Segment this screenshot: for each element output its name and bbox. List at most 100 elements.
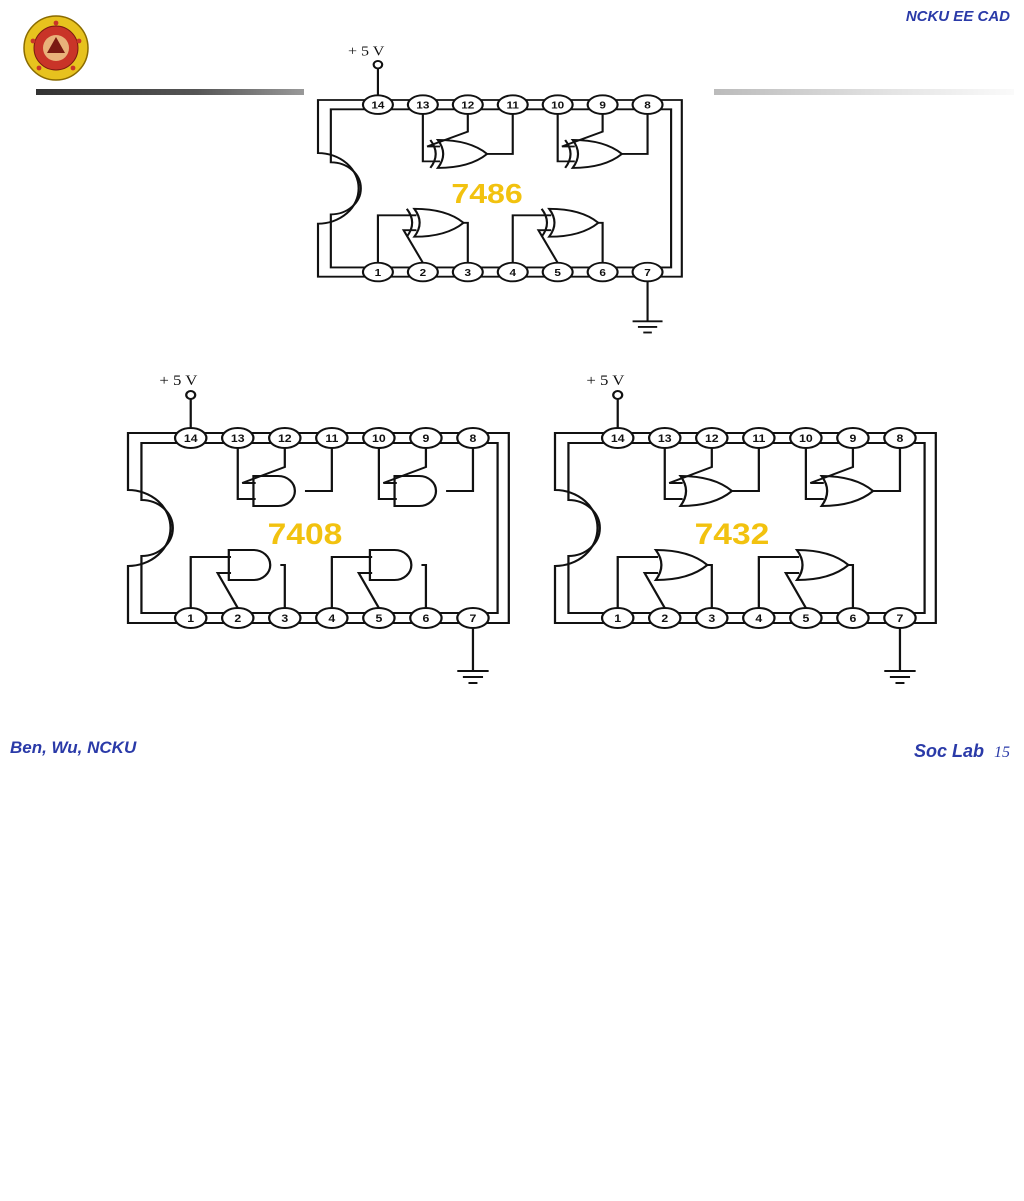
pin-top: 9 xyxy=(409,427,443,449)
gate-top-1 xyxy=(429,139,489,169)
pin-number: 11 xyxy=(752,433,766,445)
pin-number: 11 xyxy=(325,433,339,445)
pin-number: 6 xyxy=(849,613,856,625)
pin-number: 12 xyxy=(705,433,719,445)
pin-bottom: 5 xyxy=(362,607,396,629)
pin-number: 2 xyxy=(234,613,241,625)
pin-bottom: 3 xyxy=(268,607,302,629)
pin-number: 1 xyxy=(187,613,194,625)
pin-top: 8 xyxy=(631,94,664,115)
pin-bottom: 4 xyxy=(315,607,349,629)
pin-bottom: 4 xyxy=(742,607,776,629)
chip-outline xyxy=(553,432,937,624)
header-title: NCKU EE CAD xyxy=(905,8,1010,25)
pin-number: 6 xyxy=(422,613,429,625)
pin-top: 10 xyxy=(541,94,574,115)
title-divider-left xyxy=(36,89,304,95)
pin-number: 1 xyxy=(614,613,621,625)
pin-number: 12 xyxy=(278,433,292,445)
part-number-label: 7486 xyxy=(451,179,522,210)
pin-number: 8 xyxy=(470,433,477,445)
chip-outline xyxy=(126,432,510,624)
pin-number: 10 xyxy=(799,433,813,445)
pin-bottom: 6 xyxy=(586,261,619,283)
gate-top-2 xyxy=(393,475,438,507)
gate-bottom-1 xyxy=(653,548,709,582)
supply-label: + 5 V xyxy=(159,373,198,389)
footer-authors: Ben, Wu, NCKU xyxy=(10,738,137,757)
gate-top-1 xyxy=(252,475,296,507)
pin-bottom: 3 xyxy=(695,607,729,629)
ground-symbol xyxy=(457,670,489,684)
pin-top: 8 xyxy=(456,427,490,449)
pin-number: 14 xyxy=(371,100,385,111)
pin-number: 8 xyxy=(644,100,651,111)
pin-top: 14 xyxy=(600,427,635,449)
pin-bottom: 1 xyxy=(600,607,635,629)
title-divider-right xyxy=(714,89,1014,95)
pin-number: 4 xyxy=(509,267,516,278)
pin-bottom: 6 xyxy=(836,607,870,629)
pin-bottom: 7 xyxy=(631,261,664,283)
gate-bottom-2 xyxy=(368,549,413,581)
pin-number: 3 xyxy=(281,613,288,625)
part-number-label: 7432 xyxy=(695,517,770,551)
pin-number: 7 xyxy=(897,613,904,625)
pin-number: 3 xyxy=(465,267,472,278)
pin-number: 6 xyxy=(599,267,606,278)
gate-bottom-1 xyxy=(227,549,272,581)
chip-outline xyxy=(316,99,683,278)
gate-bottom-1 xyxy=(405,207,466,238)
pin-top: 11 xyxy=(496,94,529,115)
pin-number: 10 xyxy=(551,100,564,111)
pin-top: 12 xyxy=(451,94,484,115)
pin-bottom: 2 xyxy=(220,607,255,629)
pin-bottom: 2 xyxy=(406,261,439,283)
pin-top: 10 xyxy=(362,427,396,449)
pin-number: 7 xyxy=(470,613,477,625)
pin-bottom: 1 xyxy=(173,607,208,629)
pin-number: 13 xyxy=(658,433,672,445)
part-number-label: 7408 xyxy=(268,517,343,551)
pin-number: 3 xyxy=(708,613,715,625)
pin-number: 5 xyxy=(802,613,809,625)
supply-label: + 5 V xyxy=(586,373,625,389)
pin-bottom: 1 xyxy=(361,261,394,283)
gate-top-1 xyxy=(678,474,734,508)
supply-terminal xyxy=(185,390,197,400)
pin-top: 9 xyxy=(586,94,619,115)
pin-number: 4 xyxy=(328,613,335,625)
pin-number: 7 xyxy=(644,267,651,278)
ground-symbol xyxy=(632,320,663,334)
pin-number: 14 xyxy=(611,433,625,445)
pin-top: 14 xyxy=(361,94,394,115)
gate-top-2 xyxy=(819,474,875,508)
pin-top: 13 xyxy=(220,427,255,449)
pin-top: 11 xyxy=(742,427,776,449)
pin-number: 13 xyxy=(416,100,429,111)
pin-bottom: 2 xyxy=(647,607,682,629)
pin-number: 4 xyxy=(755,613,762,625)
pin-number: 5 xyxy=(554,267,561,278)
pin-number: 14 xyxy=(184,433,198,445)
pin-top: 12 xyxy=(268,427,302,449)
footer-lab: Soc Lab xyxy=(913,741,984,761)
supply-terminal xyxy=(372,60,384,70)
pin-number: 9 xyxy=(599,100,606,111)
pin-top: 14 xyxy=(173,427,208,449)
pin-bottom: 6 xyxy=(409,607,443,629)
pin-top: 9 xyxy=(836,427,870,449)
pin-number: 2 xyxy=(661,613,668,625)
supply-terminal xyxy=(612,390,624,400)
page-number: 15 xyxy=(994,744,1010,761)
gate-top-2 xyxy=(564,139,624,169)
pin-number: 10 xyxy=(372,433,386,445)
pin-bottom: 7 xyxy=(883,607,917,629)
pin-number: 2 xyxy=(420,267,427,278)
